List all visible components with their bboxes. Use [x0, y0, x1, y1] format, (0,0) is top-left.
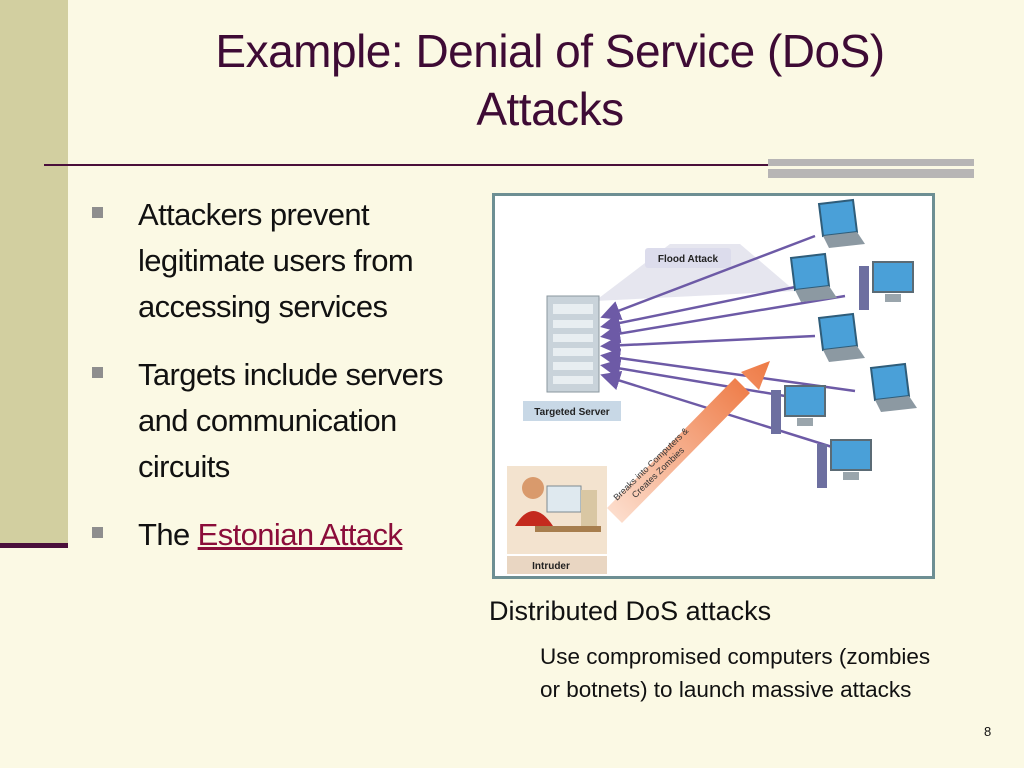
slide-title: Example: Denial of Service (DoS) Attacks — [215, 25, 885, 135]
desktop-icon — [817, 439, 872, 488]
bullet-prefix: The — [138, 517, 198, 552]
laptop-icon — [817, 312, 865, 362]
flood-arrow — [600, 358, 786, 398]
desktop-icon — [859, 261, 914, 310]
bullet-text: Attackers prevent legitimate users from … — [138, 197, 414, 324]
bullet-list: Attackers prevent legitimate users from … — [88, 192, 468, 580]
caption-title: Distributed DoS attacks — [489, 596, 772, 626]
ddos-diagram: Flood Attack Breaks into Computers & Cre… — [492, 193, 935, 579]
svg-text:Flood Attack: Flood Attack — [658, 254, 719, 265]
laptop-icon — [789, 252, 837, 302]
laptop-icon — [869, 362, 917, 412]
page-number: 8 — [984, 724, 992, 739]
flood-arrow — [600, 284, 801, 333]
left-accent-bar — [0, 0, 68, 545]
intruder-label: Intruder — [507, 556, 607, 574]
server-icon — [546, 295, 600, 393]
bullet-item: Targets include servers and communicatio… — [88, 352, 468, 490]
title-accent-block — [768, 159, 974, 178]
bullet-square-icon — [92, 207, 103, 218]
estonian-attack-link[interactable]: Estonian Attack — [197, 517, 403, 552]
laptop-icon — [817, 198, 865, 248]
flood-cone — [595, 244, 795, 301]
svg-text:Intruder: Intruder — [532, 561, 570, 572]
targeted-server-label: Targeted Server — [523, 401, 621, 421]
left-accent-line — [0, 543, 68, 548]
intruder-icon — [507, 466, 607, 554]
flood-arrow — [600, 334, 816, 356]
bullet-item: Attackers prevent legitimate users from … — [88, 192, 468, 330]
svg-text:Targeted Server: Targeted Server — [534, 407, 610, 418]
bullet-text: Targets include servers and communicatio… — [138, 357, 444, 484]
desktop-icon — [771, 385, 826, 434]
bullet-item: The Estonian Attack — [88, 512, 468, 558]
flood-arrow — [600, 234, 816, 321]
ddos-diagram-svg: Flood Attack Breaks into Computers & Cre… — [507, 198, 917, 574]
breaks-in-arrow — [615, 361, 770, 516]
flood-attack-label: Flood Attack — [645, 248, 731, 268]
bullet-square-icon — [92, 367, 103, 378]
title-divider — [44, 164, 974, 166]
caption-description: Use compromised computers (zombies or bo… — [540, 644, 931, 702]
breaks-in-arrow-body — [607, 378, 750, 523]
bullet-square-icon — [92, 527, 103, 538]
flood-arrow — [600, 294, 846, 344]
